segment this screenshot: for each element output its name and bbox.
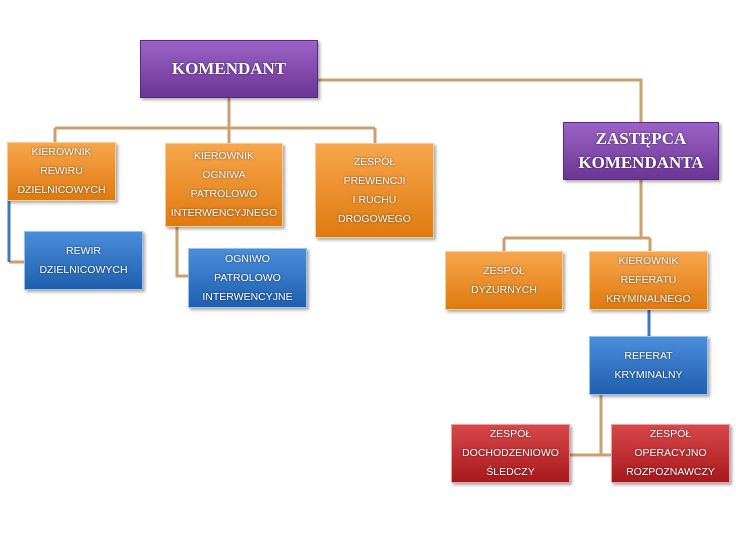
node-zespol-prewencji: ZESPÓŁ PREWENCJI I RUCHU DROGOWEGO	[315, 143, 434, 238]
node-rewir-dzielnicowych: REWIR DZIELNICOWYCH	[24, 231, 143, 290]
node-zespol-operacyjno: ZESPÓŁ OPERACYJNO ROZPOZNAWCZY	[611, 424, 730, 483]
connector-komendant-zastepca	[318, 78, 643, 122]
node-zastepca-komendanta: ZASTĘPCA KOMENDANTA	[563, 122, 719, 180]
node-ogniwo-patrolowo: OGNIWO PATROLOWO INTERWENCYJNE	[188, 248, 307, 308]
connector-referat-teams	[570, 395, 611, 457]
node-kierownik-referatu: KIEROWNIK REFERATU KRYMINALNEGO	[589, 251, 708, 310]
node-komendant: KOMENDANT	[140, 40, 318, 98]
connector-komendant-down	[53, 98, 377, 143]
node-kierownik-rewiru: KIEROWNIK REWIRU DZIELNICOWYCH	[7, 142, 116, 201]
node-kierownik-ogniwa: KIEROWNIK OGNIWA PATROLOWO INTERWENCYJNE…	[165, 143, 283, 227]
node-zespol-dyzurnych: ZESPÓŁ DYŻURNYCH	[445, 251, 563, 310]
node-referat-kryminalny: REFERAT KRYMINALNY	[589, 336, 708, 395]
node-zespol-dochodzeniowo: ZESPÓŁ DOCHODZENIOWO ŚLEDCZY	[451, 424, 570, 483]
connector-ogniwo	[175, 227, 188, 278]
connector-zastepca-down	[502, 180, 652, 251]
